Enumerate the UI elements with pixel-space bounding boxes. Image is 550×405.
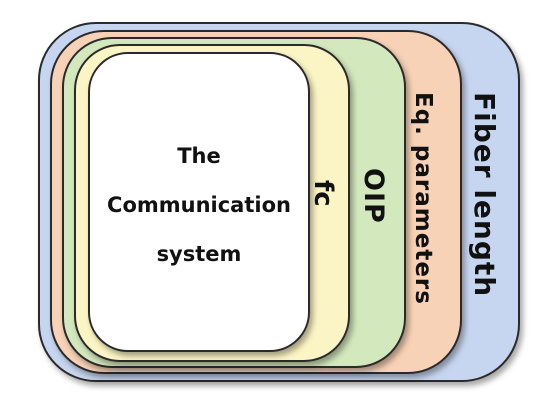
label-oip: OIP [358,168,389,224]
core-line-2: Communication [107,193,291,217]
label-fiber-length: Fiber length [468,92,501,298]
layer-communication-system [88,52,310,352]
communication-system-text: The Communication system [92,132,306,279]
core-line-3: system [156,242,242,266]
label-eq-parameters: Eq. parameters [410,92,436,305]
label-fc: fc [308,180,338,207]
core-line-1: The [177,144,221,168]
